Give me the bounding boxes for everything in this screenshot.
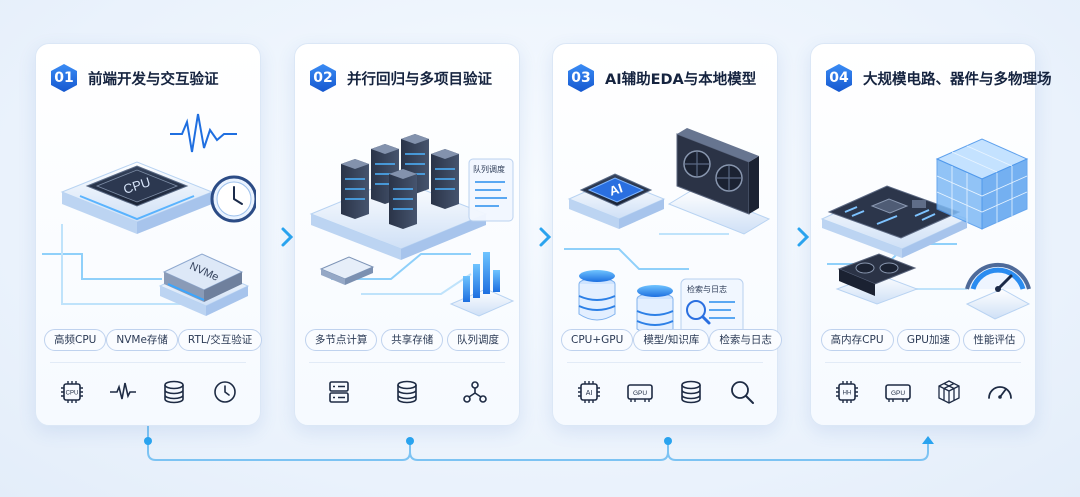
multiphysics-illustration	[820, 138, 1031, 320]
step-number: 01	[54, 70, 74, 86]
database-cylinder	[636, 285, 674, 336]
step-title: AI辅助EDA与本地模型	[605, 71, 757, 88]
gpu-icon: GPU	[878, 372, 918, 412]
tag: GPU加速	[896, 329, 960, 351]
gauge-icon	[980, 372, 1020, 412]
queue-panel-label: 队列调度	[473, 164, 505, 174]
divider	[825, 362, 1021, 363]
icon-row	[295, 372, 519, 412]
step-number: 04	[829, 70, 849, 86]
step-card-2: 02 并行回归与多项目验证	[294, 43, 520, 426]
tag: 高频CPU	[44, 329, 107, 351]
ai-chip-label: AI	[607, 180, 624, 198]
step-number-badge: 02	[309, 63, 337, 93]
step-header: 03 AI辅助EDA与本地模型	[567, 63, 756, 93]
step-number-badge: 04	[825, 63, 853, 93]
gpu-icon: GPU	[620, 372, 660, 412]
cpu-icon-text: CPU	[65, 391, 78, 397]
database-cylinder	[578, 270, 616, 321]
ai-chip-icon: AI	[569, 372, 609, 412]
gpu-icon-text: GPU	[632, 390, 646, 397]
simulation-cube	[935, 138, 1029, 230]
step-header: 02 并行回归与多项目验证	[309, 63, 492, 93]
chevron-right-icon	[539, 227, 552, 247]
gpu-icon-text: GPU	[890, 390, 904, 397]
divider	[50, 362, 246, 363]
tag: 检索与日志	[709, 329, 782, 351]
tag-list: 高内存CPU GPU加速 性能评估	[811, 329, 1035, 351]
mem-icon-text: HH	[842, 391, 851, 397]
server-rack	[431, 149, 459, 209]
parallel-regression-illustration: 队列调度	[309, 134, 515, 317]
chevron-right-icon	[797, 227, 810, 247]
tag: NVMe存储	[106, 329, 178, 351]
cube-grid-icon	[929, 372, 969, 412]
memory-chip-icon: HH	[827, 372, 867, 412]
waveform-icon	[103, 372, 143, 412]
search-panel-label: 检索与日志	[687, 284, 727, 294]
step-number: 02	[313, 70, 333, 86]
step-number-badge: 01	[50, 63, 78, 93]
frontend-illustration: CPU NVMe	[42, 113, 256, 316]
step-card-3: 03 AI辅助EDA与本地模型 AI	[552, 43, 782, 426]
tag-list: CPU+GPU 模型/知识库 检索与日志	[553, 329, 782, 351]
step-title: 大规模电路、器件与多物理场	[863, 71, 1052, 88]
step-title: 前端开发与交互验证	[88, 71, 219, 88]
ai-icon-text: AI	[585, 390, 592, 397]
icon-row: HH GPU	[811, 372, 1035, 412]
search-icon	[722, 372, 762, 412]
icon-row: CPU	[36, 372, 260, 412]
chevron-right-icon	[281, 227, 294, 247]
divider	[309, 362, 505, 363]
tag: 性能评估	[963, 329, 1026, 351]
tag: 多节点计算	[304, 329, 378, 351]
step-card-4: 04 大规模电路、器件与多物理场 高内存CP	[810, 43, 1052, 426]
clock-icon	[205, 372, 245, 412]
icon-row: AI GPU	[553, 372, 777, 412]
database-icon	[387, 372, 427, 412]
tag-list: 高频CPU NVMe存储 RTL/交互验证	[36, 329, 263, 351]
tag: CPU+GPU	[561, 329, 634, 351]
tag-list: 多节点计算 共享存储 队列调度	[295, 329, 519, 351]
tag: 队列调度	[447, 329, 510, 351]
step-header: 04 大规模电路、器件与多物理场	[825, 63, 1052, 93]
server-rack	[341, 159, 369, 219]
step-title: 并行回归与多项目验证	[347, 71, 492, 88]
database-icon	[671, 372, 711, 412]
tag: 模型/知识库	[633, 329, 710, 351]
server-icon	[319, 372, 359, 412]
tag: 高内存CPU	[820, 329, 894, 351]
tag: RTL/交互验证	[177, 329, 263, 351]
divider	[567, 362, 763, 363]
server-rack	[389, 169, 417, 229]
ai-eda-illustration: AI 检索与日志	[564, 128, 771, 344]
step-card-1: 01 前端开发与交互验证 CPU NVMe 高频CPU NVMe存储 RTL/	[35, 43, 263, 426]
step-number-badge: 03	[567, 63, 595, 93]
tag: 共享存储	[381, 329, 444, 351]
step-number: 03	[571, 70, 591, 86]
network-icon	[455, 372, 495, 412]
step-header: 01 前端开发与交互验证	[50, 63, 219, 93]
database-icon	[154, 372, 194, 412]
cpu-icon: CPU	[52, 372, 92, 412]
